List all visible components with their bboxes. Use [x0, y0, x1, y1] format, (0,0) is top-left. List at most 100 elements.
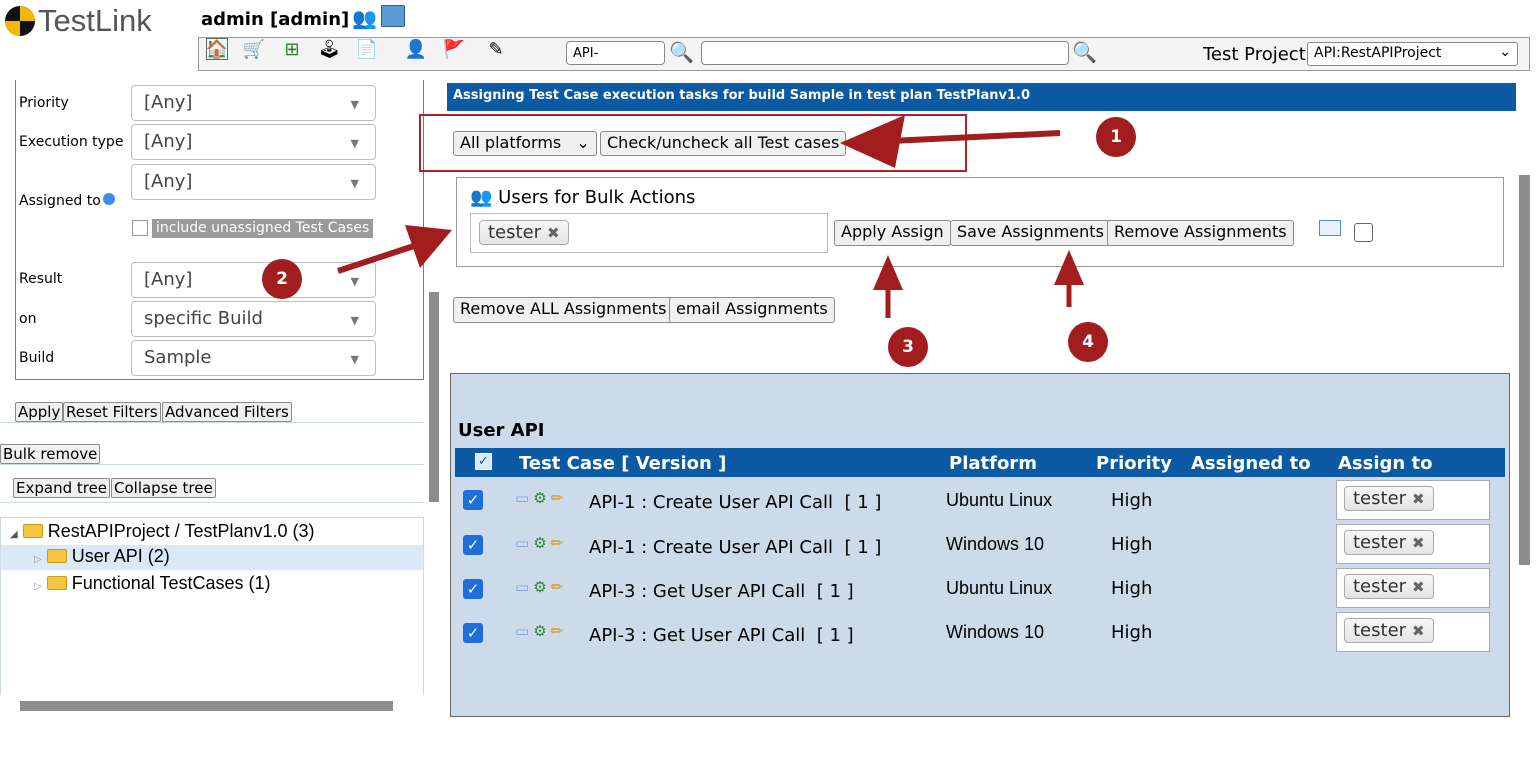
- include-unassigned-checkbox[interactable]: [132, 220, 148, 236]
- edit-icon[interactable]: ✏: [550, 622, 564, 640]
- testlink-logo: TestLink: [4, 3, 152, 38]
- expand-tree-button[interactable]: Expand tree: [13, 478, 111, 498]
- folder-icon: [46, 549, 67, 563]
- tree-node-user-api[interactable]: [1, 545, 423, 570]
- spec-icon[interactable]: ▭: [515, 489, 530, 507]
- test-case-name[interactable]: API-3 : Get User API Call [ 1 ]: [589, 581, 854, 602]
- priority-cell: High: [1111, 490, 1153, 511]
- priority-value: [Any]: [144, 92, 193, 113]
- row-checkbox[interactable]: ✓: [463, 579, 483, 599]
- assign-user-tag[interactable]: tester✖: [1344, 530, 1434, 555]
- bulk-actions-box: [456, 177, 1504, 267]
- annotation-badge-1: 1: [1096, 117, 1136, 157]
- assign-user-tag[interactable]: tester✖: [1344, 618, 1434, 643]
- remove-icon[interactable]: ✖: [1412, 534, 1425, 552]
- joystick-icon[interactable]: 🕹: [317, 38, 341, 60]
- test-project-select[interactable]: API:RestAPIProject ⌄: [1307, 42, 1518, 66]
- cart-icon[interactable]: 🛒: [242, 38, 266, 60]
- row-checkbox[interactable]: ✓: [463, 490, 483, 510]
- edit-icon[interactable]: ✏: [550, 534, 564, 552]
- platform-select[interactable]: All platforms ⌄: [453, 131, 597, 156]
- apply-assign-button[interactable]: Apply Assign: [834, 220, 951, 246]
- test-case-name[interactable]: API-1 : Create User API Call [ 1 ]: [589, 537, 882, 558]
- build-select[interactable]: Sample▼: [131, 340, 376, 376]
- spec-icon[interactable]: ▭: [515, 622, 530, 640]
- collapse-tree-button[interactable]: Collapse tree: [111, 478, 216, 498]
- spec-icon[interactable]: ▭: [515, 534, 530, 552]
- assign-user-tag[interactable]: tester✖: [1344, 574, 1434, 599]
- bulk-remove-button[interactable]: Bulk remove: [0, 444, 101, 464]
- save-assignments-button[interactable]: Save Assignments: [950, 220, 1111, 246]
- chevron-down-icon: ▼: [350, 353, 359, 366]
- chevron-down-icon: ▼: [350, 177, 359, 190]
- test-case-name[interactable]: API-3 : Get User API Call [ 1 ]: [589, 625, 854, 646]
- row-checkbox[interactable]: ✓: [463, 623, 483, 643]
- on-value: specific Build: [144, 308, 263, 329]
- check-all-button[interactable]: Check/uncheck all Test cases: [600, 131, 847, 156]
- left-vertical-scrollbar[interactable]: [429, 292, 439, 502]
- home-icon[interactable]: 🏠: [205, 38, 229, 60]
- expand-arrow-icon[interactable]: ▷: [34, 554, 42, 565]
- reset-filters-button[interactable]: Reset Filters: [63, 402, 161, 422]
- info-icon[interactable]: [102, 193, 115, 205]
- remove-icon[interactable]: ✖: [1412, 578, 1425, 596]
- left-horizontal-scrollbar[interactable]: [20, 701, 393, 711]
- expand-arrow-icon[interactable]: ▷: [34, 581, 42, 592]
- execute-icon[interactable]: ⚙: [533, 534, 547, 552]
- email-assignments-button[interactable]: email Assignments: [669, 297, 835, 323]
- search-icon[interactable]: 🔍: [669, 40, 694, 64]
- wand-icon[interactable]: ✎: [488, 38, 504, 60]
- global-search-icon[interactable]: 🔍: [1072, 40, 1097, 64]
- platform-cell: Ubuntu Linux: [946, 490, 1053, 510]
- row-icons: ▭⚙✏: [515, 534, 563, 552]
- include-unassigned-label: include unassigned Test Cases: [152, 219, 374, 238]
- testcase-panel: [450, 373, 1510, 717]
- bulk-user-tag[interactable]: tester✖: [479, 220, 569, 245]
- annotation-badge-2: 2: [262, 259, 302, 299]
- edit-icon[interactable]: ✏: [550, 578, 564, 596]
- tree-node-functional[interactable]: ▷ Functional TestCases (1): [34, 573, 271, 593]
- remove-all-assignments-button[interactable]: Remove ALL Assignments: [453, 297, 674, 323]
- user-name: admin [admin]: [201, 9, 350, 30]
- on-select[interactable]: specific Build▼: [131, 301, 376, 337]
- header-platform: Platform: [949, 453, 1037, 474]
- annotation-badge-4: 4: [1068, 322, 1108, 362]
- collapse-arrow-icon[interactable]: ◢: [10, 529, 18, 540]
- assign-user-tag[interactable]: tester✖: [1344, 486, 1434, 511]
- sitemap-icon[interactable]: ⊞: [284, 38, 300, 60]
- remove-icon[interactable]: ✖: [1412, 622, 1425, 640]
- select-all-checkbox[interactable]: ✓: [475, 453, 492, 470]
- tree-node-user-api-label[interactable]: ▷ User API (2): [34, 546, 170, 566]
- execute-icon[interactable]: ⚙: [533, 578, 547, 596]
- remove-icon[interactable]: ✖: [1412, 490, 1425, 508]
- testcase-search-input[interactable]: [566, 41, 665, 65]
- row-checkbox[interactable]: ✓: [463, 535, 483, 555]
- user-icon[interactable]: 👤: [404, 38, 428, 60]
- test-tree: [0, 517, 424, 695]
- user-settings-icon[interactable]: 👥: [352, 6, 377, 30]
- result-select[interactable]: [Any]▼: [131, 262, 376, 298]
- send-mail-checkbox[interactable]: [1354, 223, 1373, 242]
- test-case-name[interactable]: API-1 : Create User API Call [ 1 ]: [589, 492, 882, 513]
- remove-icon[interactable]: ✖: [547, 224, 560, 242]
- global-search-input[interactable]: [701, 41, 1069, 65]
- flag-icon[interactable]: 🚩: [442, 38, 466, 60]
- edit-icon[interactable]: ✏: [550, 489, 564, 507]
- execute-icon[interactable]: ⚙: [533, 489, 547, 507]
- advanced-filters-button[interactable]: Advanced Filters: [162, 402, 292, 422]
- spec-icon[interactable]: ▭: [515, 578, 530, 596]
- priority-cell: High: [1111, 534, 1153, 555]
- bulk-actions-title: 👥 Users for Bulk Actions: [470, 187, 696, 208]
- assigned-to-select[interactable]: [Any]▼: [131, 164, 376, 200]
- chevron-down-icon: ⌄: [1499, 44, 1511, 60]
- document-icon[interactable]: 📄: [355, 38, 379, 60]
- tree-root[interactable]: ◢ RestAPIProject / TestPlanv1.0 (3): [10, 521, 315, 542]
- execute-icon[interactable]: ⚙: [533, 622, 547, 640]
- main-vertical-scrollbar[interactable]: [1519, 175, 1530, 565]
- execution-type-select[interactable]: [Any]▼: [131, 124, 376, 160]
- logout-icon[interactable]: [381, 5, 405, 27]
- priority-select[interactable]: [Any]▼: [131, 85, 376, 121]
- platform-cell: Ubuntu Linux: [946, 578, 1053, 598]
- apply-filters-button[interactable]: Apply: [15, 402, 64, 422]
- remove-assignments-button[interactable]: Remove Assignments: [1107, 220, 1294, 246]
